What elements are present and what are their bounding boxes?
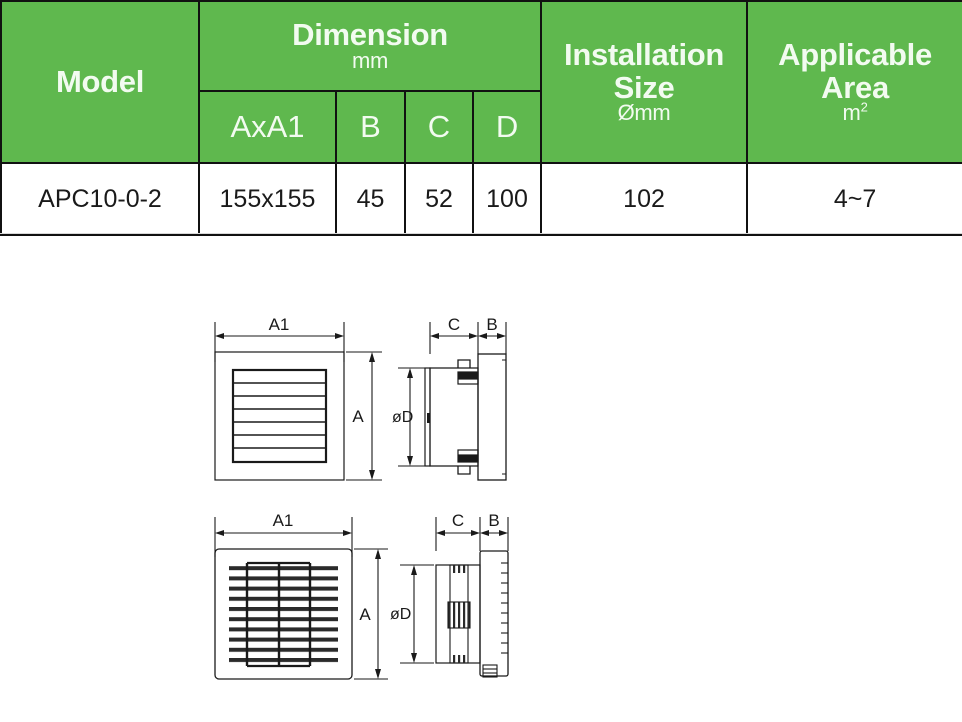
header-dimension-label: Dimension [292,17,448,53]
label-a-bottom-left: A [359,605,371,624]
drawing-top-right: C B øD [388,310,538,490]
header-dimension-unit: mm [351,47,389,73]
cell-model: APC10-0-2 [0,162,200,236]
drawing-bottom-right: C B øD [388,505,538,690]
table-bottom-rule [0,233,962,234]
drawing-bottom-left: A1 A [200,505,400,690]
specification-table: Model Dimension mm Installation Size Ømm… [0,0,962,236]
label-b-bottom-right: B [488,511,499,530]
cell-d: 100 [471,162,543,236]
header-applicable-area: Applicable Area m2 [746,0,962,164]
header-installation-size-label: Installation Size [564,37,725,105]
label-b-top-right: B [486,315,497,334]
table-row: APC10-0-2 155x155 45 52 100 102 4~7 [0,162,962,236]
label-a1-top-left: A1 [269,315,290,334]
header-applicable-area-unit: m2 [748,99,962,125]
header-d: D [471,90,543,164]
label-c-bottom-right: C [452,511,464,530]
header-b: B [335,90,406,164]
table-header-row-1: Model Dimension mm Installation Size Ømm… [0,0,962,164]
louvered-grille-side-view-svg: C B øD [392,315,507,481]
cell-installation-size: 102 [540,162,749,236]
header-model: Model [0,0,200,164]
cell-c: 52 [404,162,474,236]
header-applicable-area-label: Applicable Area [778,37,932,105]
label-diameter-d-top-right: øD [392,409,413,426]
label-diameter-d-bottom-right: øD [390,606,411,623]
cell-axa1: 155x155 [198,162,337,236]
fine-grille-side-view-svg: C B øD [390,511,509,678]
louvered-grille-front-view-svg: A1 A [214,315,382,481]
label-a1-bottom-left: A1 [273,511,294,530]
technical-drawings: A1 A [0,240,962,722]
table-header-row-2: AxA1 B C D [1,90,962,164]
label-a-top-left: A [352,407,364,426]
header-c: C [404,90,474,164]
cell-applicable-area: 4~7 [746,162,962,236]
header-installation-size: Installation Size Ømm [540,0,749,164]
cell-b: 45 [335,162,406,236]
fine-grille-front-view-svg: A1 A [214,511,388,680]
label-c-top-right: C [448,315,460,334]
header-dimension: Dimension mm [197,0,543,92]
header-applicable-area-unit-base: m [842,99,861,125]
header-applicable-area-unit-exponent: 2 [860,99,868,115]
drawing-top-left: A1 A [200,310,400,490]
header-installation-size-unit: Ømm [617,99,671,125]
header-axa1: AxA1 [198,90,337,164]
